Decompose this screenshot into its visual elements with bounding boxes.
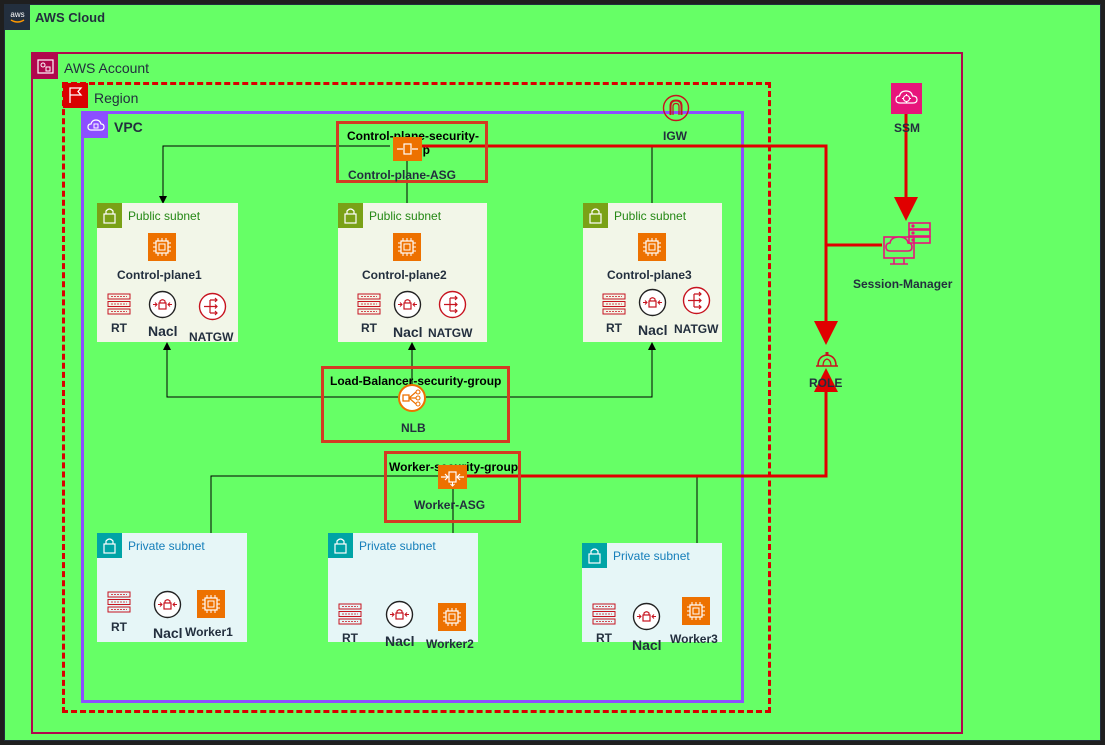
ssm-icon[interactable] [891,83,922,114]
aws-account-container: AWS Account [31,52,963,734]
worker-asg-icon[interactable] [438,465,467,489]
nacl-label: Nacl [385,633,415,649]
lock-icon [583,203,608,228]
rt-label: RT [111,620,127,634]
ec2-instance-icon[interactable] [638,233,666,261]
private-subnet-title: Private subnet [128,539,205,553]
aws-cloud-label: AWS Cloud [35,10,106,25]
region-flag-icon [63,83,88,108]
control-plane2-label: Control-plane2 [362,268,447,282]
nlb-label: NLB [401,421,426,435]
lock-icon [338,203,363,228]
nat-gateway-icon[interactable] [198,292,227,321]
edge-control-plane-role [408,144,838,345]
edge-asg-control-plane1 [159,145,390,204]
internet-gateway-icon[interactable] [662,94,690,122]
ec2-instance-icon[interactable] [682,597,710,625]
ec2-instance-icon[interactable] [148,233,176,261]
natgw-label: NATGW [428,326,473,340]
network-acl-icon[interactable] [638,288,667,317]
natgw-label: NATGW [189,330,234,344]
aws-logo-icon: aws [5,5,30,30]
session-manager-icon[interactable] [882,221,932,269]
edge-nlb-control-plane3 [426,342,656,398]
ec2-instance-icon[interactable] [438,603,466,631]
route-table-icon[interactable] [357,292,381,316]
vpc-container: VPC [81,111,744,703]
region-container: Region [62,82,771,713]
route-table-icon[interactable] [107,292,131,316]
network-acl-icon[interactable] [385,600,414,629]
load-balancer-sg-label: Load-Balancer-security-group [330,374,502,388]
route-table-icon[interactable] [592,602,616,626]
control-plane3-label: Control-plane3 [607,268,692,282]
ec2-instance-icon[interactable] [393,233,421,261]
lock-icon [97,533,122,558]
svg-text:aws: aws [10,10,24,19]
control-plane1-label: Control-plane1 [117,268,202,282]
public-subnet-title: Public subnet [369,209,442,223]
rt-label: RT [361,321,377,335]
nacl-label: Nacl [153,625,183,641]
route-table-icon[interactable] [338,602,362,626]
public-subnet-3: Public subnet [583,203,722,342]
public-subnet-2: Public subnet [338,203,487,342]
worker-asg-label: Worker-ASG [414,498,486,512]
session-manager-label: Session-Manager [853,277,953,291]
aws-account-label: AWS Account [64,60,150,76]
control-plane-asg-icon[interactable] [393,137,422,161]
vpc-label: VPC [114,119,143,135]
ec2-instance-icon[interactable] [197,590,225,618]
private-subnet-title: Private subnet [613,549,690,563]
network-acl-icon[interactable] [148,290,177,319]
control-plane-asg-label: Control-plane-ASG [348,168,456,182]
ssm-label: SSM [894,121,921,135]
nacl-label: Nacl [393,324,423,340]
iam-role-icon[interactable] [813,350,841,370]
public-subnet-title: Public subnet [614,209,687,223]
nat-gateway-icon[interactable] [682,286,711,315]
vpc-icon [84,114,108,138]
lock-icon [97,203,122,228]
edge-worker-role [453,368,838,478]
natgw-label: NATGW [674,322,719,336]
worker1-label: Worker1 [185,625,233,639]
rt-label: RT [606,321,622,335]
rt-label: RT [111,321,127,335]
lock-icon [328,533,353,558]
igw-label: IGW [663,129,687,143]
worker3-label: Worker3 [670,632,718,646]
account-icon [33,54,58,79]
rt-label: RT [342,631,358,645]
nacl-label: Nacl [148,323,178,339]
role-label: ROLE [809,376,843,390]
private-subnet-1: Private subnet [97,533,247,642]
public-subnet-title: Public subnet [128,209,201,223]
region-label: Region [94,90,139,106]
nat-gateway-icon[interactable] [438,290,467,319]
rt-label: RT [596,631,612,645]
nlb-icon[interactable] [397,383,427,413]
lock-icon [582,543,607,568]
worker2-label: Worker2 [426,637,474,651]
route-table-icon[interactable] [602,292,626,316]
nacl-label: Nacl [632,637,662,653]
nacl-label: Nacl [638,322,668,338]
private-subnet-title: Private subnet [359,539,436,553]
network-acl-icon[interactable] [153,590,182,619]
load-balancer-security-group: Load-Balancer-security-group NLB [321,366,510,443]
network-acl-icon[interactable] [632,602,661,631]
route-table-icon[interactable] [107,590,131,614]
network-acl-icon[interactable] [393,290,422,319]
